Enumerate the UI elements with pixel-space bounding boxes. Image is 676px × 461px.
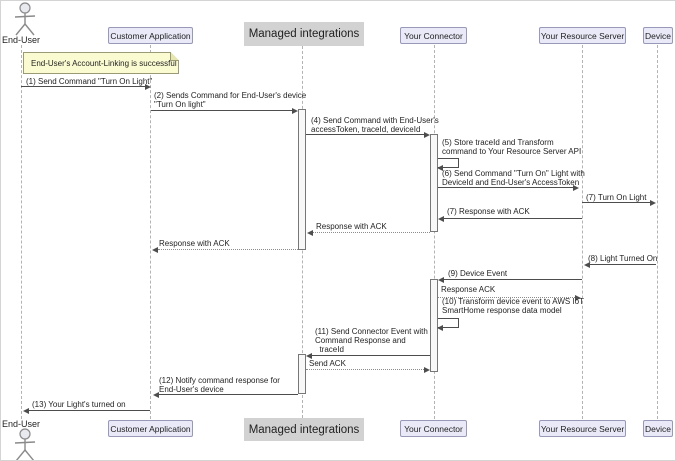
arrowhead-icon <box>437 165 443 171</box>
arrowhead-icon <box>650 199 656 206</box>
message-7-response-line <box>438 215 582 222</box>
lifeline-your-resource-server <box>582 45 583 419</box>
message-7-response-label: (7) Response with ACK <box>447 207 530 216</box>
message-12-line <box>153 391 298 398</box>
end-user-actor-icon-bottom <box>14 428 36 460</box>
arrowhead-icon <box>438 215 444 222</box>
message-2-label: (2) Sends Command for End-User's device … <box>154 91 307 109</box>
arrowhead-icon <box>152 246 158 253</box>
message-8-line <box>584 261 656 268</box>
participant-your-connector-top: Your Connector <box>400 27 467 44</box>
arrowhead-icon <box>575 294 581 301</box>
activation-bar-managed-integrations-2 <box>298 354 306 394</box>
participant-your-resource-server-top: Your Resource Server <box>539 27 626 44</box>
message-1-line <box>21 83 151 90</box>
arrowhead-icon <box>424 131 430 138</box>
participant-customer-application-top: Customer Application <box>108 27 193 44</box>
message-6-line <box>438 184 579 191</box>
message-8-label: (8) Light Turned On <box>588 254 658 263</box>
return-response-with-ack-line-1 <box>307 229 430 236</box>
account-linking-note: End-User's Account-Linking is successful <box>23 52 179 74</box>
participant-customer-application-bottom: Customer Application <box>108 420 193 437</box>
arrowhead-icon <box>437 325 443 331</box>
arrowhead-icon <box>292 107 298 114</box>
lifeline-end-user <box>21 45 22 419</box>
activation-bar-managed-integrations-1 <box>298 109 306 250</box>
arrowhead-icon <box>145 83 151 90</box>
message-13-line <box>23 407 150 414</box>
participant-device-top: Device <box>643 27 673 44</box>
message-5-label: (5) Store traceId and Transform command … <box>442 138 582 156</box>
participant-managed-integrations-bottom: Managed integrations <box>244 418 364 441</box>
participant-device-bottom: Device <box>643 420 673 437</box>
lifeline-your-connector <box>434 45 435 419</box>
participant-managed-integrations-top: Managed integrations <box>244 22 364 46</box>
arrowhead-icon <box>424 366 430 373</box>
lifeline-device <box>657 45 658 419</box>
arrowhead-icon <box>438 276 444 283</box>
return-response-ack-label: Response ACK <box>441 285 496 294</box>
message-7-turn-on-light-label: (7) Turn On Light <box>586 193 647 202</box>
message-1-label: (1) Send Command "Turn On Light" <box>26 77 153 86</box>
message-4-line <box>306 131 430 138</box>
arrowhead-icon <box>306 352 312 359</box>
participant-end-user-bottom: End-User <box>1 419 40 429</box>
arrowhead-icon <box>307 229 313 236</box>
message-13-label: (13) Your Light's turned on <box>32 400 126 409</box>
activation-bar-your-connector-1 <box>430 134 438 232</box>
return-response-ack-line <box>438 294 581 301</box>
message-10-self-loop <box>437 318 459 331</box>
message-6-label: (6) Send Command "Turn On" Light with De… <box>442 169 585 187</box>
participant-end-user-top: End-User <box>1 35 40 45</box>
message-11-label: (11) Send Connector Event with Command R… <box>315 327 428 354</box>
return-send-ack-line <box>306 366 430 373</box>
message-9-line <box>438 276 582 283</box>
message-10-label: (10) Transform device event to AWS IoT S… <box>442 297 584 315</box>
return-response-with-ack-label-1: Response with ACK <box>316 222 387 231</box>
note-text: End-User's Account-Linking is successful <box>31 59 177 68</box>
message-9-label: (9) Device Event <box>448 269 508 278</box>
arrowhead-icon <box>153 391 159 398</box>
participant-your-resource-server-bottom: Your Resource Server <box>539 420 626 437</box>
message-7-turn-on-light-line <box>582 199 656 206</box>
arrowhead-icon <box>573 184 579 191</box>
lifeline-customer-application <box>150 45 151 419</box>
return-response-with-ack-line-2 <box>152 246 298 253</box>
message-12-label: (12) Notify command response for End-Use… <box>159 376 280 394</box>
arrowhead-icon <box>23 407 29 414</box>
participant-your-connector-bottom: Your Connector <box>400 420 467 437</box>
return-response-with-ack-label-2: Response with ACK <box>159 239 230 248</box>
message-2-line <box>151 107 298 114</box>
end-user-actor-icon <box>14 2 36 36</box>
arrowhead-icon <box>584 261 590 268</box>
message-5-self-loop <box>437 158 459 171</box>
message-4-label: (4) Send Command with End-User's accessT… <box>311 116 439 134</box>
message-11-line <box>306 352 430 359</box>
return-send-ack-label: Send ACK <box>309 359 346 368</box>
